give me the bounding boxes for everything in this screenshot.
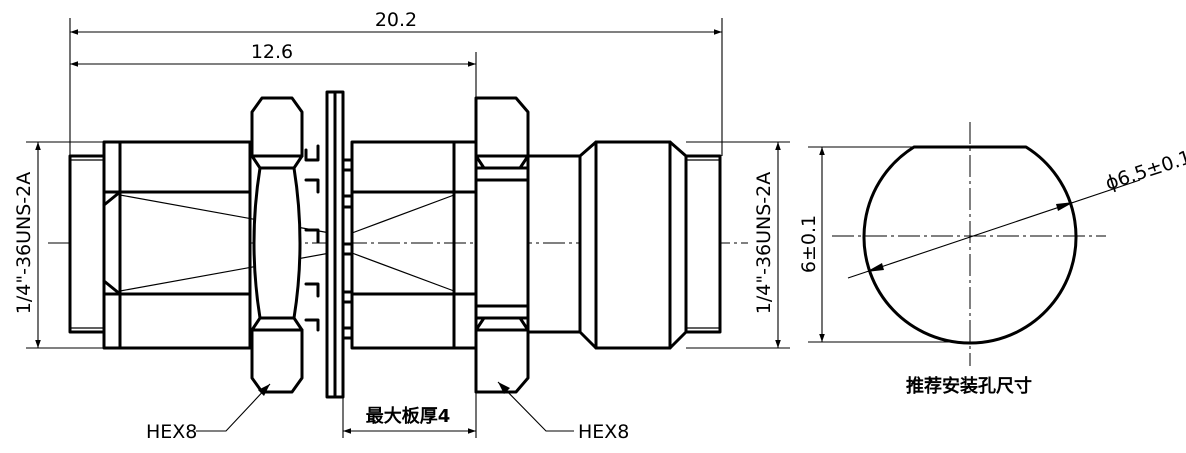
max-panel-thickness-label: 最大板厚4: [366, 405, 451, 427]
hole-caption: 推荐安装孔尺寸: [906, 375, 1032, 397]
dim-panel-side-length: [70, 52, 477, 98]
dim-hole-diameter: [847, 179, 1141, 279]
thread-right-label: 1/4"-36UNS-2A: [753, 172, 775, 314]
hex-right-label: HEX8: [578, 421, 629, 443]
left-hex-nut: [250, 96, 304, 394]
dim-flat-height: [808, 146, 970, 343]
dim-thread-left: [26, 141, 104, 349]
right-threaded-end: [526, 140, 722, 350]
callout-hex-left: [196, 383, 271, 432]
dim-overall-length: [69, 18, 723, 156]
overall-length-label: 20.2: [375, 9, 417, 31]
left-threaded-end: [68, 140, 331, 350]
panel-side-length-label: 12.6: [251, 41, 293, 63]
dim-thread-right: [686, 141, 790, 349]
hole-diameter-label: ϕ6.5±0.1: [1103, 146, 1186, 194]
right-hex-nut: [474, 96, 530, 394]
hex-left-label: HEX8: [146, 421, 197, 443]
mounting-hole-outline: [862, 145, 1078, 345]
panel-washer: [304, 90, 354, 399]
thread-left-label: 1/4"-36UNS-2A: [13, 172, 35, 314]
connector-body: [350, 140, 478, 350]
flat-height-label: 6±0.1: [798, 215, 820, 273]
callout-hex-right: [497, 381, 574, 432]
dim-max-panel-thickness: [342, 392, 477, 438]
